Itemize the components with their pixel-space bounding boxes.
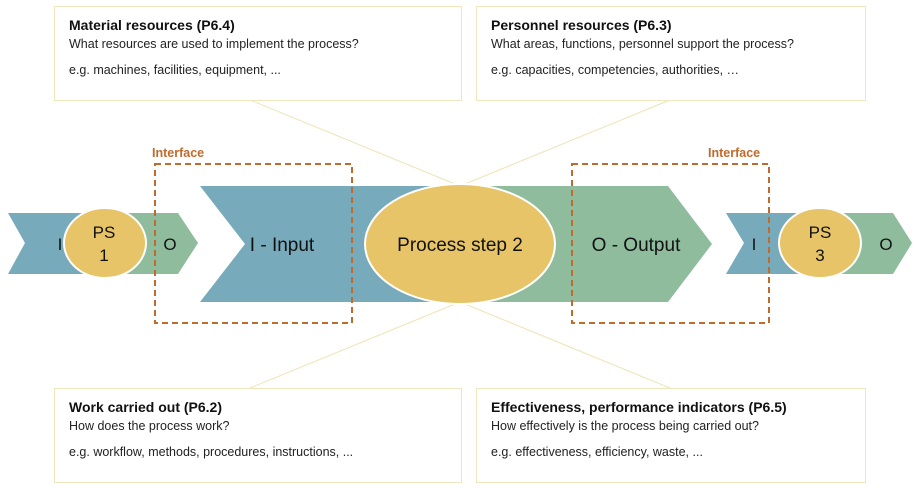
ps3-label-line1: PS — [809, 223, 832, 242]
material-resources-box: Material resources (P6.4) What resources… — [54, 6, 462, 101]
personnel-resources-box: Personnel resources (P6.3) What areas, f… — [476, 6, 866, 101]
central-output-label: O - Output — [592, 235, 681, 256]
interface-label-right: Interface — [708, 146, 760, 160]
ps1-ellipse — [63, 207, 147, 279]
ps1-label-line2: 1 — [99, 246, 108, 265]
effectiveness-box: Effectiveness, performance indicators (P… — [476, 388, 866, 483]
personnel-resources-example: e.g. capacities, competencies, authoriti… — [491, 63, 740, 77]
process-step-ellipse — [364, 183, 556, 305]
personnel-resources-title: Personnel resources (P6.3) — [491, 17, 672, 33]
material-resources-example: e.g. machines, facilities, equipment, ..… — [69, 63, 281, 77]
central-input-label: I - Input — [250, 235, 315, 256]
effectiveness-question: How effectively is the process being car… — [491, 419, 759, 433]
material-resources-title: Material resources (P6.4) — [69, 17, 235, 33]
right-step-input-letter: I — [752, 235, 757, 254]
left-step-output-letter: O — [163, 235, 176, 254]
process-step-label: Process step 2 — [397, 235, 523, 256]
guide-lines — [249, 99, 671, 389]
work-carried-out-question: How does the process work? — [69, 419, 230, 433]
effectiveness-example: e.g. effectiveness, efficiency, waste, .… — [491, 445, 703, 459]
ps1-label-line1: PS — [93, 223, 116, 242]
right-step-output-letter: O — [879, 235, 892, 254]
interface-label-left: Interface — [152, 146, 204, 160]
left-step-input-letter: I — [58, 235, 63, 254]
work-carried-out-example: e.g. workflow, methods, procedures, inst… — [69, 445, 354, 459]
material-resources-question: What resources are used to implement the… — [69, 37, 359, 51]
ps3-ellipse — [778, 207, 862, 279]
effectiveness-title: Effectiveness, performance indicators (P… — [491, 399, 787, 415]
personnel-resources-question: What areas, functions, personnel support… — [491, 37, 794, 51]
work-carried-out-box: Work carried out (P6.2) How does the pro… — [54, 388, 462, 483]
ps3-label-line2: 3 — [815, 246, 824, 265]
interface-frame-left — [154, 163, 353, 324]
work-carried-out-title: Work carried out (P6.2) — [69, 399, 223, 415]
interface-frame-right — [571, 163, 770, 324]
